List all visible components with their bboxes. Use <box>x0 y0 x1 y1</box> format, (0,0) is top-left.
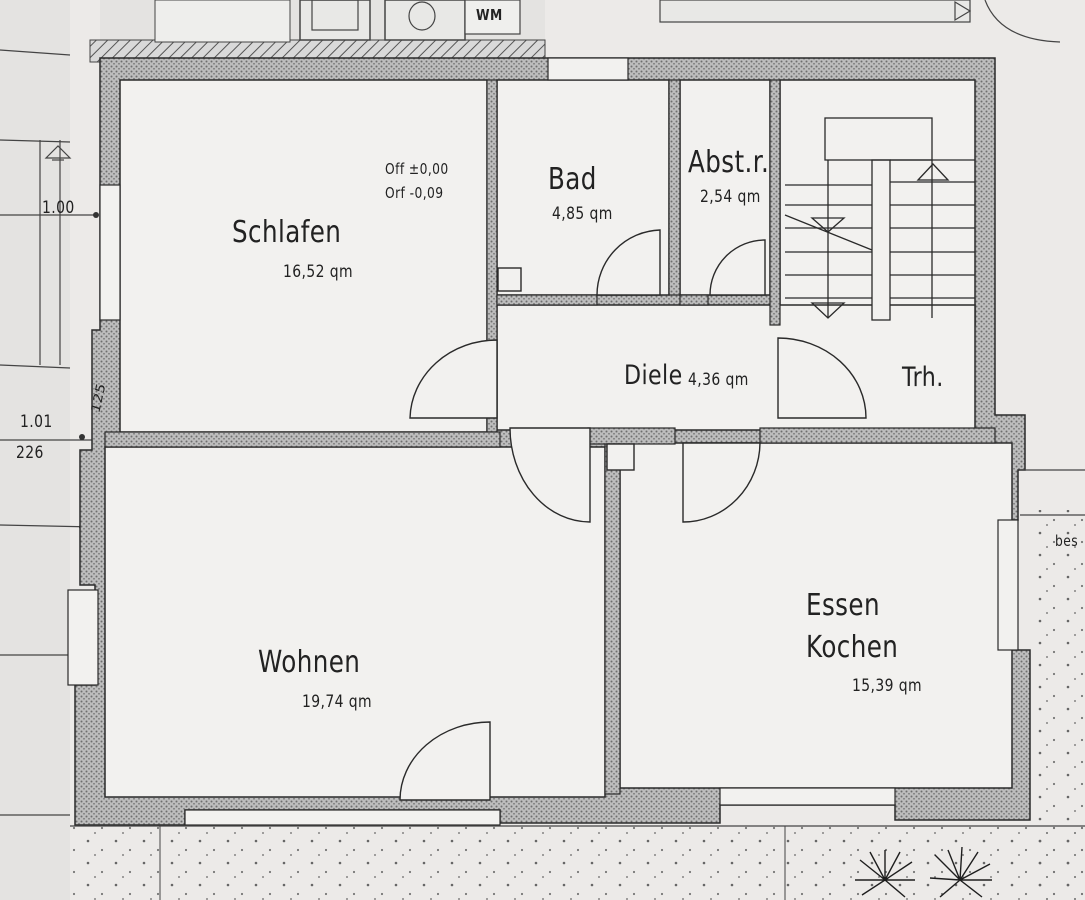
room-diele-floor <box>496 304 976 431</box>
shaft-bad <box>497 267 522 292</box>
washing-machine-label: WM <box>476 6 503 24</box>
dimension-1-00: 1.00 <box>42 198 75 218</box>
door-bad <box>596 229 661 296</box>
room-area-schlafen: 16,52 qm <box>283 262 354 282</box>
left-dimension-lines <box>0 49 96 816</box>
dimension-226: 226 <box>16 443 44 463</box>
room-name-diele: Diele <box>624 360 683 391</box>
room-name-bad: Bad <box>548 162 597 197</box>
door-wohnen <box>509 427 591 523</box>
room-area-abstellraum: 2,54 qm <box>700 187 761 207</box>
door-kitchen <box>682 442 761 523</box>
dimension-1-01: 1.01 <box>20 412 53 432</box>
room-name-kochen: Kochen <box>806 630 899 665</box>
door-balcony <box>399 721 491 801</box>
room-area-diele: 4,36 qm <box>688 370 749 390</box>
room-interiors <box>104 79 1013 798</box>
room-name-schlafen: Schlafen <box>232 215 342 250</box>
interior-walls <box>104 79 996 795</box>
staircase <box>784 117 975 321</box>
left-margin-area <box>0 0 70 900</box>
room-name-wohnen: Wohnen <box>258 645 361 680</box>
room-name-treppenhaus: Trh. <box>902 362 944 393</box>
terrace-ground <box>1030 510 1085 900</box>
door-schlafen <box>409 339 498 419</box>
upper-floor-fragment <box>89 0 1061 63</box>
room-name-essen: Essen <box>806 588 880 623</box>
door-swings <box>399 229 867 801</box>
edge-text-bes: bes <box>1055 532 1079 550</box>
garden-ground <box>70 826 1085 900</box>
shaft-kitchen <box>606 443 635 471</box>
door-treppenhaus <box>777 337 867 419</box>
room-name-abstellraum: Abst.r. <box>688 145 770 180</box>
door-abstellraum <box>709 239 766 296</box>
plant-symbols <box>855 846 992 898</box>
room-area-wohnen: 19,74 qm <box>302 692 373 712</box>
level-mark-orf: Orf -0,09 <box>385 184 444 202</box>
level-mark-off: Off ±0,00 <box>385 160 449 178</box>
windows <box>67 57 1019 826</box>
room-area-essen-kochen: 15,39 qm <box>852 676 923 696</box>
room-area-bad: 4,85 qm <box>552 204 613 224</box>
room-wohnen-floor <box>104 446 606 798</box>
